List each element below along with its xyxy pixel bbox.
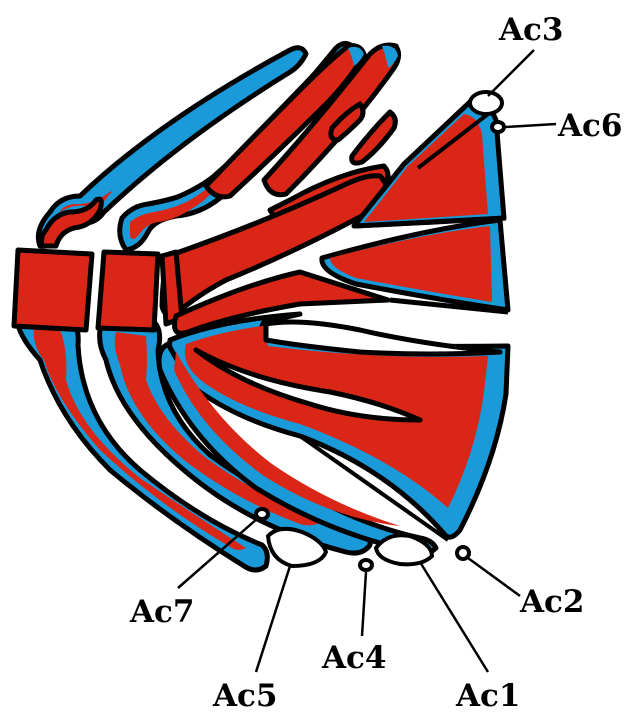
label-ac4: Ac4 (321, 640, 387, 676)
ossicle-ac2 (457, 547, 469, 559)
label-ac5: Ac5 (212, 678, 278, 714)
label-ac3: Ac3 (498, 12, 564, 48)
ossicle-ac4 (360, 560, 372, 570)
label-ac2: Ac2 (519, 584, 585, 620)
label-ac6: Ac6 (557, 108, 623, 144)
ossicle-ac3 (470, 92, 502, 114)
basal-block-mid (98, 252, 158, 330)
label-ac1: Ac1 (455, 678, 521, 714)
ossicle-ac7 (256, 509, 268, 519)
ossicle-ac6 (492, 122, 504, 132)
basal-block-left (14, 250, 92, 330)
label-ac7: Ac7 (129, 594, 195, 630)
